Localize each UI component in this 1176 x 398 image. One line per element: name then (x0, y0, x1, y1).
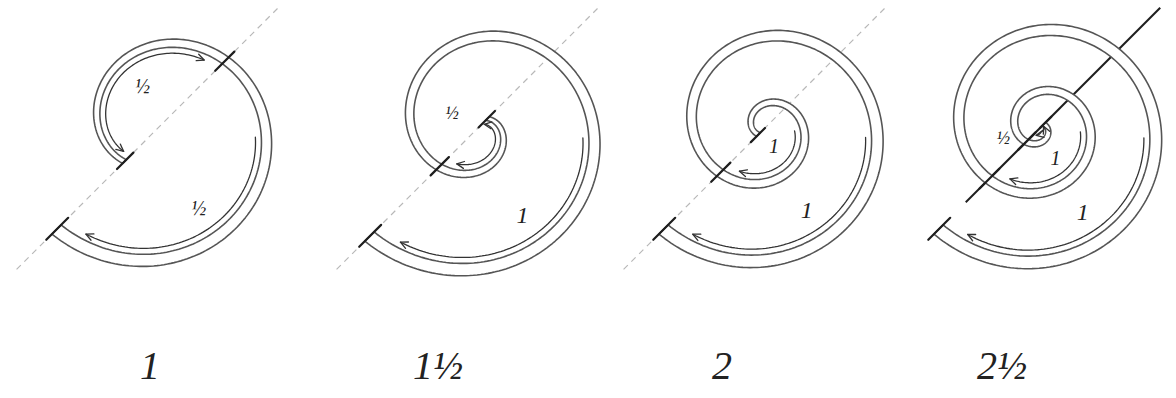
turn-count: 1 (768, 136, 780, 156)
turn-arrow (400, 138, 583, 258)
figure-caption: 1½ (412, 346, 464, 386)
turn-ticks (46, 52, 1051, 247)
turn-count: 1 (1049, 148, 1061, 168)
turn-tick (46, 218, 68, 240)
turn-arrows (86, 53, 1144, 257)
turn-count: 1 (515, 203, 529, 227)
diagonal-guide (624, 8, 886, 270)
arrow-head (484, 122, 492, 129)
arrow-head (116, 144, 124, 151)
arrow-head (1010, 178, 1018, 185)
turn-tick (653, 218, 675, 240)
arrow-head (739, 170, 747, 177)
arrow-head (1043, 126, 1049, 134)
scroll-band (659, 30, 883, 267)
turn-tick (928, 218, 950, 240)
arrow-head (196, 54, 204, 60)
scroll-bands (52, 24, 1162, 275)
turn-tick (431, 157, 449, 175)
turn-count: 1 (1076, 200, 1090, 224)
arrow-head (693, 234, 701, 240)
turn-arrow (1010, 132, 1081, 183)
turn-count: ½ (444, 104, 460, 122)
turn-count: ½ (996, 129, 1012, 147)
scroll-band (365, 31, 600, 276)
turn-count: ½ (134, 76, 151, 96)
arrow-head (968, 234, 976, 240)
scroll-band (934, 24, 1162, 268)
turn-arrow (739, 131, 795, 174)
figure-caption: 2½ (976, 346, 1028, 386)
turn-tick (711, 163, 730, 182)
turn-tick (479, 111, 495, 127)
turn-arrow (968, 138, 1144, 250)
turn-tick (1018, 132, 1036, 150)
turn-tick (1040, 117, 1051, 128)
turn-arrow (457, 124, 496, 164)
turn-tick (359, 225, 381, 247)
turn-count: ½ (190, 198, 207, 218)
arrow-head (86, 234, 94, 240)
arrow-head (457, 162, 465, 169)
diagonal-guide (17, 8, 279, 270)
arrow-head (400, 242, 408, 248)
scroll-band (52, 39, 272, 266)
turn-count: 1 (800, 198, 814, 222)
turn-arrow (106, 53, 204, 151)
figure-caption: 1 (139, 346, 161, 386)
turn-tick (117, 153, 133, 169)
turn-tick (215, 52, 234, 71)
turn-tick (980, 169, 1000, 189)
turn-arrow (86, 137, 256, 248)
turn-tick (751, 128, 765, 142)
figure-caption: 2 (711, 346, 733, 386)
